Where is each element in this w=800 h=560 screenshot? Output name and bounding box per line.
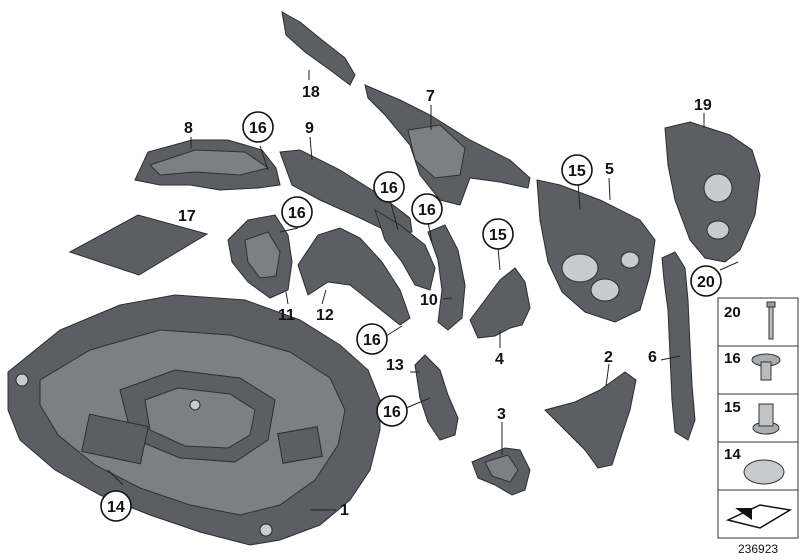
bracket-part-3[interactable] xyxy=(471,447,531,496)
arrow-symbol-icon xyxy=(725,504,793,529)
cover-part-7[interactable] xyxy=(364,84,531,206)
callout-15-a: 15 xyxy=(568,163,586,180)
callout-3: 3 xyxy=(497,406,506,423)
trim-panel-part-8[interactable] xyxy=(134,139,281,191)
fastener-cell-20[interactable] xyxy=(717,297,799,347)
panel-part-12[interactable] xyxy=(297,227,411,326)
fastener-panel: 20 16 15 14 xyxy=(717,297,799,539)
screw-icon xyxy=(766,301,776,340)
callout-16-circle-d xyxy=(281,196,313,228)
bracket-part-2[interactable] xyxy=(544,371,637,469)
callout-10: 10 xyxy=(420,292,438,309)
callout-labels: 18 7 8 16 9 19 15 5 16 16 17 16 15 20 11… xyxy=(100,84,722,522)
callout-16-b: 16 xyxy=(380,180,398,197)
callout-16-circle-b xyxy=(373,171,405,203)
fastener-label-16: 16 xyxy=(724,350,741,367)
panel-part-5[interactable] xyxy=(536,179,656,323)
callout-14: 14 xyxy=(107,499,125,516)
bracket-part-4[interactable] xyxy=(469,267,531,339)
callout-13: 13 xyxy=(386,357,404,374)
callout-6: 6 xyxy=(648,349,657,366)
callout-16-circle-e xyxy=(356,323,388,355)
trim-strip-part-16-middle[interactable] xyxy=(374,208,436,291)
document-number: 236923 xyxy=(738,542,778,556)
callout-16-c: 16 xyxy=(418,202,436,219)
insulation-mat-part-17[interactable] xyxy=(68,214,209,276)
panel-part-19[interactable] xyxy=(664,121,761,263)
callout-16-d: 16 xyxy=(288,205,306,222)
callout-16-circle-c xyxy=(411,193,443,225)
callout-5: 5 xyxy=(605,161,614,178)
grommet-icon xyxy=(743,459,785,485)
fastener-label-14: 14 xyxy=(724,446,741,463)
callout-11: 11 xyxy=(278,307,295,324)
fastener-cell-16[interactable] xyxy=(717,345,799,395)
fastener-label-15: 15 xyxy=(724,399,741,416)
bracket-part-10[interactable] xyxy=(427,224,466,331)
callout-16-e: 16 xyxy=(363,332,381,349)
callout-20-circle xyxy=(690,265,722,297)
leader-lines xyxy=(107,70,739,511)
bracket-part-11[interactable] xyxy=(227,214,293,299)
rivet-icon xyxy=(751,353,781,381)
callout-16-a: 16 xyxy=(249,120,267,137)
callout-15-circle-a xyxy=(561,154,593,186)
callout-19: 19 xyxy=(694,97,712,114)
expanding-nut-icon xyxy=(752,403,780,435)
callout-9: 9 xyxy=(305,120,314,137)
callout-2: 2 xyxy=(604,349,613,366)
callout-16-circle-f xyxy=(376,395,408,427)
trim-strip-part-18[interactable] xyxy=(281,11,356,86)
callout-18: 18 xyxy=(302,84,320,101)
callout-17: 17 xyxy=(178,208,196,225)
callout-20: 20 xyxy=(697,274,715,291)
callout-1: 1 xyxy=(340,502,349,519)
callout-16-circle-a xyxy=(242,111,274,143)
callout-12: 12 xyxy=(316,307,334,324)
underbody-shield-part-1[interactable] xyxy=(7,294,381,546)
fastener-label-20: 20 xyxy=(724,304,741,321)
callout-8: 8 xyxy=(184,120,193,137)
callout-4: 4 xyxy=(495,351,504,368)
callout-15-circle-b xyxy=(482,218,514,250)
fastener-cell-15[interactable] xyxy=(717,393,799,443)
callout-14-circle xyxy=(100,490,132,522)
callout-16-f: 16 xyxy=(383,404,401,421)
bracket-part-13[interactable] xyxy=(414,354,459,441)
strut-part-6[interactable] xyxy=(661,251,696,441)
callout-7: 7 xyxy=(426,88,435,105)
callout-15-b: 15 xyxy=(489,227,507,244)
